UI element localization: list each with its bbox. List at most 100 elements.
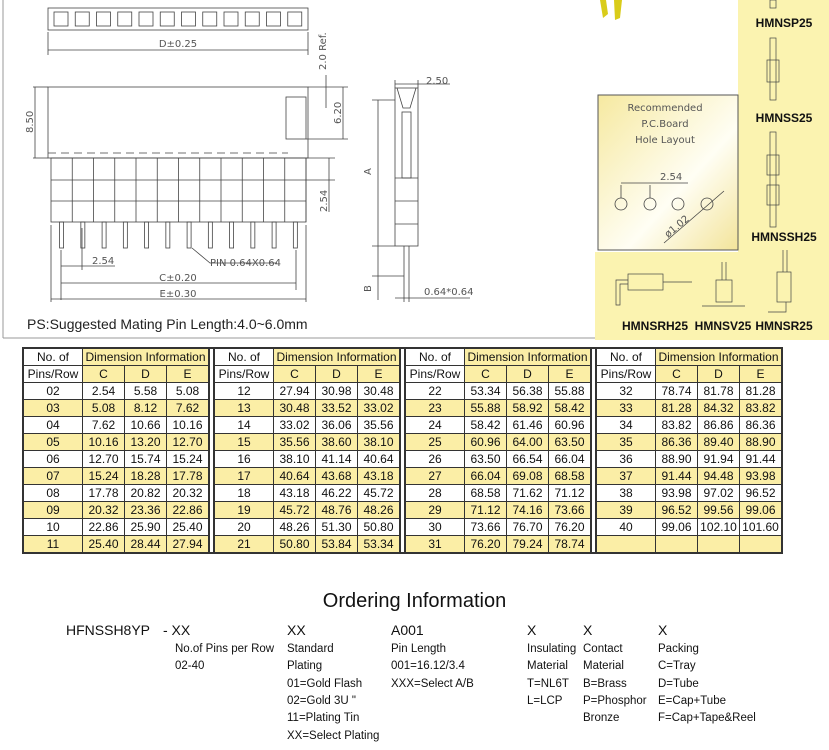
header-dimension: Dimension Information (82, 347, 210, 366)
dim-cell: 5.08 (82, 399, 125, 417)
pins-cell: 34 (595, 416, 656, 434)
dim-cell: 83.82 (739, 399, 783, 417)
header-pins: No. of (595, 347, 656, 366)
contact-opening (244, 11, 260, 27)
dim-cell: 81.78 (697, 382, 740, 400)
contact-opening (96, 11, 111, 27)
dim-cell: 20.32 (166, 484, 210, 502)
pins-cell: 40 (595, 518, 656, 536)
pins-cell: 35 (595, 433, 656, 451)
order-desc: 001=16.12/3.4 (391, 660, 465, 673)
dim-850-label: 8.50 (25, 111, 36, 133)
header-col: D (506, 365, 549, 383)
dim-cell: 60.96 (464, 433, 507, 451)
pins-cell: 39 (595, 501, 656, 519)
dim-cell: 55.88 (548, 382, 592, 400)
order-code: XX (287, 622, 306, 638)
dim-cell: 61.46 (506, 416, 549, 434)
dim-cell: 48.76 (315, 501, 358, 519)
dim-cell: 93.98 (655, 484, 698, 502)
pins-cell: 31 (404, 535, 465, 554)
header-col: E (548, 365, 592, 383)
pins-cell: 02 (22, 382, 83, 400)
dim-cell: 55.88 (464, 399, 507, 417)
dim-cell: 7.62 (166, 399, 210, 417)
header-pins: Pins/Row (22, 365, 83, 383)
variant-label: HMNSS25 (756, 111, 813, 125)
pin (186, 221, 192, 249)
pins-cell: 17 (213, 467, 274, 485)
header-col: E (357, 365, 401, 383)
contact-opening (181, 11, 196, 27)
pins-cell: 11 (22, 535, 83, 554)
dim-cell: 99.56 (697, 501, 740, 519)
variant-label: HMNSRH25 (622, 319, 688, 333)
dim-cell: 66.54 (506, 450, 549, 468)
dim-cell: 23.36 (124, 501, 167, 519)
header-col: C (464, 365, 507, 383)
dim-cell: 58.42 (464, 416, 507, 434)
order-desc: L=LCP (527, 694, 563, 707)
pins-cell: 26 (404, 450, 465, 468)
order-code: X (527, 622, 537, 638)
order-desc: Packing (658, 643, 699, 655)
pins-cell: 25 (404, 433, 465, 451)
order-desc: 02-40 (175, 660, 205, 673)
contact-opening (266, 11, 281, 27)
pin (80, 221, 86, 249)
pin (271, 221, 277, 249)
dim-cell: 20.32 (82, 501, 125, 519)
dim-cell: 30.48 (357, 382, 401, 400)
dim-cell: 25.90 (124, 518, 167, 536)
dim-cell: 63.50 (548, 433, 592, 451)
header-col: D (697, 365, 740, 383)
variant-label: HMNSV25 (695, 319, 752, 333)
pins-cell: 15 (213, 433, 274, 451)
dim-cell: 91.44 (739, 450, 783, 468)
group-separator (208, 348, 215, 553)
header-pins: Pins/Row (404, 365, 465, 383)
order-desc: Contact (583, 643, 623, 655)
pins-cell: 30 (404, 518, 465, 536)
pcb-pitch-label: 2.54 (660, 172, 682, 183)
dim-cell: 93.98 (739, 467, 783, 485)
pin (101, 221, 107, 249)
dim-cell: 30.98 (315, 382, 358, 400)
order-desc: E=Cap+Tube (658, 694, 726, 707)
dim-cell: 48.26 (357, 501, 401, 519)
dim-cell: 28.44 (124, 535, 167, 554)
pins-cell: 37 (595, 467, 656, 485)
dim-cell: 17.78 (82, 484, 125, 502)
order-desc: Pin Length (391, 643, 446, 655)
dim-cell: 45.72 (357, 484, 401, 502)
pins-cell: 18 (213, 484, 274, 502)
dim-cell: 38.10 (357, 433, 401, 451)
order-desc: Standard (287, 643, 334, 655)
dim-cell: 46.22 (315, 484, 358, 502)
pins-cell: 24 (404, 416, 465, 434)
dim-254-vertical-label: 2.54 (319, 190, 330, 212)
dim-cell: 99.06 (739, 501, 783, 519)
pins-cell: 23 (404, 399, 465, 417)
dim-064-label: 0.64*0.64 (424, 287, 474, 298)
order-desc: Bronze (583, 712, 620, 725)
contact-opening (53, 11, 69, 27)
side-view (372, 80, 470, 302)
order-desc: T=NL6T (527, 677, 569, 690)
dim-cell: 56.38 (506, 382, 549, 400)
dim-2ref-label: 2.0 Ref. (318, 32, 329, 70)
top-view (47, 7, 309, 55)
technical-drawing: D±0.25 2.0 Ref. 8.50 6.20 2.54 2.54 PIN … (2, 0, 829, 340)
dim-cell: 78.74 (655, 382, 698, 400)
pin (250, 221, 256, 249)
pins-cell: 29 (404, 501, 465, 519)
order-desc: 02=Gold 3U " (287, 694, 356, 707)
header-pins: No. of (404, 347, 465, 366)
dim-cell: 81.28 (655, 399, 698, 417)
order-desc: No.of Pins per Row (175, 643, 275, 655)
